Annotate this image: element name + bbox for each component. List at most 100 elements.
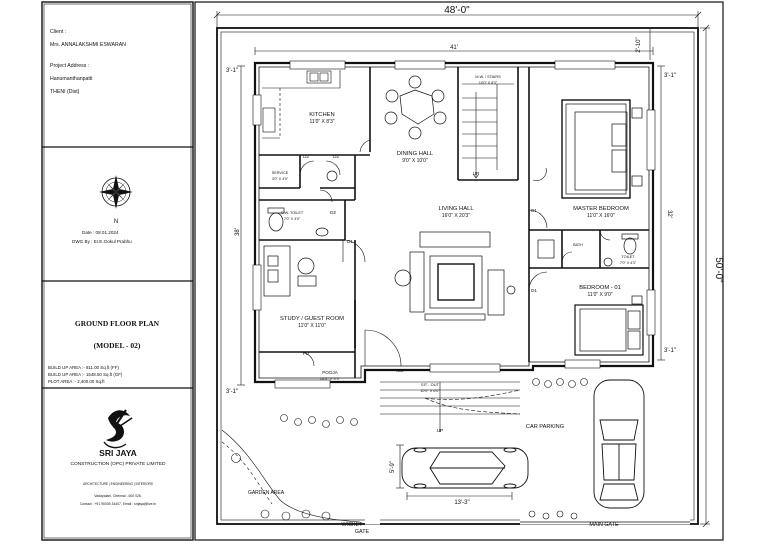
label-pooja: POOJA xyxy=(322,370,339,375)
label-dining-size: 9'0" X 10'0" xyxy=(402,158,428,164)
label-study-size: 11'0" X 11'0" xyxy=(298,323,326,329)
title-block xyxy=(41,1,194,541)
plot-area: PLOT AREA :- 2,400.00 Sq.ft xyxy=(48,379,105,384)
label-bedroom-size: 11'0" X 9'0" xyxy=(587,292,612,298)
overall-dimensions xyxy=(213,11,710,528)
address-line1: Hanumanthanpatti xyxy=(50,76,92,82)
company-name: SRI JAYA xyxy=(99,448,137,458)
plan-model: (MODEL - 02) xyxy=(94,341,141,350)
dim-overall-width: 48'-0" xyxy=(444,5,470,16)
dimension-labels: 48'-0" 50'-0" 41' 38' 32' 2'-10" 3'-1" 3… xyxy=(226,5,724,506)
company-block: SRI JAYA CONSTRUCTION (OPC) PRIVATE LIMI… xyxy=(71,409,166,506)
stairs-up: UP xyxy=(473,171,479,176)
company-address: Vadapalani, Chennai - 600 026. xyxy=(94,494,141,498)
steps-up: UP xyxy=(437,428,443,433)
label-wicket: WICKET xyxy=(342,522,364,528)
windows xyxy=(252,60,656,389)
label-master-size: 11'0" X 16'0" xyxy=(587,213,615,219)
door-d2-toilet: D2 xyxy=(330,210,336,215)
dim-offset-top-right: 3'-1" xyxy=(664,73,676,79)
toilet-fixtures xyxy=(267,170,639,267)
label-study: STUDY / GUEST ROOM xyxy=(280,316,344,322)
dim-overall-height: 50'-0" xyxy=(713,257,724,283)
door-swings xyxy=(299,139,611,367)
label-bedroom: BEDROOM - 01 xyxy=(579,285,621,291)
living-sofa-set xyxy=(394,231,516,321)
label-living-size: 16'0" X 20'3" xyxy=(442,213,470,219)
label-kitchen-size: 11'0" X 8'3" xyxy=(309,119,334,125)
door-md: MD xyxy=(396,368,404,373)
label-toilet-size: 7'0" X 4'3" xyxy=(620,261,637,265)
label-master: MASTER BEDROOM xyxy=(573,206,629,212)
dim-inner-width: 41' xyxy=(450,45,458,51)
company-contact: Contact : +91 90035 34407, Email : srija… xyxy=(80,502,156,506)
bedroom-bed xyxy=(574,295,644,356)
client-label: Client : xyxy=(50,29,66,35)
compass-rose-icon xyxy=(99,175,133,209)
plan-info-block: GROUND FLOOR PLAN (MODEL - 02) BUILD UP … xyxy=(48,319,160,384)
car-top xyxy=(593,379,645,509)
label-cw-toilet: C.W. TOILET xyxy=(281,211,304,215)
staircase xyxy=(462,83,514,179)
label-dining: DINING HALL xyxy=(397,151,434,157)
compound-wall xyxy=(216,27,699,525)
build-area-gf: BUILD UP AREA :- 1548.50 Sq.ft (GF) xyxy=(48,372,123,377)
company-logo xyxy=(103,409,133,449)
door-d2-kitchen-a: D2 xyxy=(303,154,309,159)
client-block: Client : Mrs. ANNALAKSHMI ESWARAN Projec… xyxy=(50,29,126,95)
garden-path xyxy=(221,429,361,523)
kitchen-fixtures xyxy=(262,70,341,139)
drawn-by-text: DWG By : Er.E.Gokul Prabhu xyxy=(72,239,132,244)
label-sitout: SIT - OUT xyxy=(421,382,440,387)
potted-plants xyxy=(231,378,588,521)
label-mw-size: 10'0" X 8'3" xyxy=(479,81,498,85)
label-cw-toilet-size: 7'0" X 4'0" xyxy=(284,217,301,221)
room-labels: KITCHEN 11'0" X 8'3" DINING HALL 9'0" X … xyxy=(248,75,637,535)
north-label: N xyxy=(114,219,118,225)
door-d1-study: D1 xyxy=(347,239,353,244)
study-furniture xyxy=(263,245,317,297)
drawing-frame xyxy=(194,1,724,541)
dim-car-width: 13'-3" xyxy=(454,500,469,506)
label-living: LIVING HALL xyxy=(438,206,474,212)
dim-offset-top-left: 3'-1" xyxy=(226,68,238,74)
address-line2: THENI (Dist) xyxy=(50,89,80,95)
date-text: Date : 08.01.2024 xyxy=(82,230,119,235)
door-d1-master: D1 xyxy=(531,208,537,213)
dim-top-offset: 2'-10" xyxy=(636,37,642,52)
dim-offset-bottom-right: 3'-1" xyxy=(664,348,676,354)
plan-title: GROUND FLOOR PLAN xyxy=(75,319,160,328)
master-bed xyxy=(561,99,643,199)
label-main-gate: MAIN GATE xyxy=(589,522,619,528)
door-tags: D2 D2 D2 D1 D1 D1 PD MD UP UP xyxy=(303,154,538,433)
label-mw: M.W. / STAIRS xyxy=(475,75,501,79)
door-pd: PD xyxy=(303,351,310,356)
label-service-size: 3'0" X 4'0" xyxy=(272,177,289,181)
interior-walls xyxy=(259,67,649,378)
label-car-parking: CAR PARKING xyxy=(526,424,564,430)
car-side xyxy=(401,447,529,489)
dim-inner-height-right: 32' xyxy=(666,210,672,218)
label-bath: BATH xyxy=(573,243,583,247)
dining-table xyxy=(384,75,447,140)
building-walls xyxy=(253,61,655,384)
entrance-steps xyxy=(380,381,521,432)
dim-offset-bottom-left: 3'-1" xyxy=(226,389,238,395)
client-name: Mrs. ANNALAKSHMI ESWARAN xyxy=(50,42,126,48)
label-sitout-size: 10'0" X 6'0" xyxy=(420,389,440,393)
label-service: SERVICE xyxy=(272,171,289,175)
label-kitchen: KITCHEN xyxy=(309,112,334,118)
label-toilet: TOILET xyxy=(621,255,635,259)
company-tagline: ARCHITECTURE | ENGINEERING | INTERIORS xyxy=(83,482,153,486)
address-label: Project Address : xyxy=(50,63,89,69)
dim-car-height: 5'-9" xyxy=(390,461,396,473)
company-fullname: CONSTRUCTION (OPC) PRIVATE LIMITED xyxy=(71,461,166,467)
door-d2-kitchen-b: D2 xyxy=(333,154,339,159)
north-block: N Date : 08.01.2024 DWG By : Er.E.Gokul … xyxy=(72,175,133,244)
build-area-ff: BUILD UP AREA :- 811.00 Sq.ft (FF) xyxy=(48,365,119,370)
door-d1-bedroom: D1 xyxy=(531,288,537,293)
label-pooja-size: 10'0" X 4'3" xyxy=(320,376,341,381)
label-garden: GARDEN AREA xyxy=(248,490,285,496)
